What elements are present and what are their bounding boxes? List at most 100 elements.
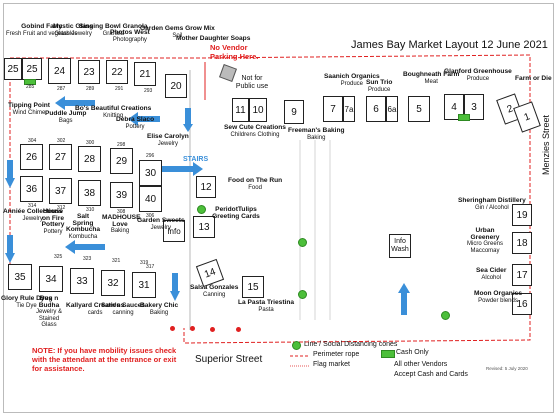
stall-7a[interactable]: 7a: [343, 96, 355, 122]
distancing-cone: [298, 290, 307, 299]
stall-9[interactable]: 9: [284, 100, 304, 124]
legend-cash-icon: [381, 350, 395, 358]
mobility-note: NOTE: If you have mobility issues check …: [32, 346, 177, 373]
stall-3[interactable]: 3: [464, 94, 484, 120]
stall-num: 317: [146, 264, 155, 270]
stall-num: 287: [57, 86, 66, 92]
stall-27[interactable]: 27: [49, 144, 72, 170]
legend-cash: Cash Only: [396, 349, 429, 356]
stall-20[interactable]: 20: [165, 74, 187, 98]
stall-35[interactable]: 35: [8, 264, 32, 290]
vendor-farmordie: Farm or Die: [515, 75, 552, 82]
stall-28[interactable]: 28: [78, 146, 101, 172]
stall-15[interactable]: 15: [242, 276, 264, 298]
red-marker: [210, 327, 215, 332]
stall-23[interactable]: 23: [78, 60, 100, 84]
stall-25b[interactable]: 25: [22, 58, 42, 80]
stall-18[interactable]: 18: [512, 232, 532, 254]
stall-num: 319: [140, 260, 149, 266]
stall-38[interactable]: 38: [78, 180, 101, 206]
stall-num: 323: [83, 256, 92, 262]
stall-num: 293: [144, 88, 153, 94]
stall-31[interactable]: 31: [132, 272, 156, 298]
distancing-cone: [441, 311, 450, 320]
legend-cones: Line / Social Distancing cones: [304, 341, 398, 348]
arrow-down-icon: [170, 273, 180, 301]
arrow-left-icon: [65, 240, 105, 254]
stall-40[interactable]: 40: [139, 186, 162, 212]
stall-36[interactable]: 36: [20, 176, 43, 202]
stall-num: 285: [26, 84, 35, 90]
stall-33[interactable]: 33: [70, 268, 94, 294]
page-title: James Bay Market Layout 12 June 2021: [351, 39, 548, 51]
arrow-left-icon: [128, 112, 160, 126]
stall-21[interactable]: 21: [134, 62, 156, 86]
stall-6a[interactable]: 6a: [386, 96, 398, 122]
stall-num: 314: [28, 203, 37, 209]
arrow-right-icon: [157, 162, 203, 176]
stall-num: 300: [86, 140, 95, 146]
vendor-mother: Mother Daughter Soaps: [176, 35, 251, 42]
stall-4[interactable]: 4: [444, 94, 464, 120]
stall-13[interactable]: 13: [193, 216, 215, 238]
legend-perimeter: Perimeter rope: [313, 351, 360, 358]
arrow-left-icon: [55, 96, 95, 110]
stall-7[interactable]: 7: [323, 96, 343, 122]
stall-5[interactable]: 5: [408, 96, 430, 122]
cash-tag: [458, 114, 470, 121]
stall-25a[interactable]: 25: [4, 58, 22, 80]
stall-num: 289: [86, 86, 95, 92]
stall-num: 312: [57, 205, 66, 211]
not-public-use: Not for Public use: [235, 75, 269, 90]
stall-num: 321: [112, 258, 121, 264]
stall-10[interactable]: 10: [249, 98, 267, 122]
stall-30[interactable]: 30: [139, 160, 162, 186]
stall-26[interactable]: 26: [20, 144, 43, 170]
stall-39[interactable]: 39: [110, 182, 133, 208]
stall-11[interactable]: 11: [232, 98, 249, 122]
stall-22[interactable]: 22: [106, 60, 128, 84]
red-marker: [190, 326, 195, 331]
red-marker: [170, 326, 175, 331]
distancing-cone: [197, 205, 206, 214]
stall-24[interactable]: 24: [48, 58, 71, 84]
stall-32[interactable]: 32: [101, 270, 125, 296]
info-wash[interactable]: Info Wash: [389, 234, 411, 258]
legend-cone-icon: [292, 341, 301, 350]
stairs-label: STAIRS: [183, 156, 209, 163]
stall-17[interactable]: 17: [512, 264, 532, 286]
stall-6[interactable]: 6: [366, 96, 386, 122]
legend-flag: Flag market: [313, 361, 350, 368]
stall-19[interactable]: 19: [512, 204, 532, 226]
stall-34[interactable]: 34: [39, 266, 63, 292]
stall-37[interactable]: 37: [49, 178, 72, 204]
stall-16[interactable]: 16: [512, 293, 532, 315]
red-marker: [236, 327, 241, 332]
stall-29[interactable]: 29: [110, 148, 133, 174]
arrow-down-icon: [5, 160, 15, 188]
vendor-peridot: PeridotTulips Greeting Cards: [212, 206, 260, 220]
info-booth[interactable]: Info: [163, 220, 185, 242]
stall-12[interactable]: 12: [196, 176, 216, 198]
